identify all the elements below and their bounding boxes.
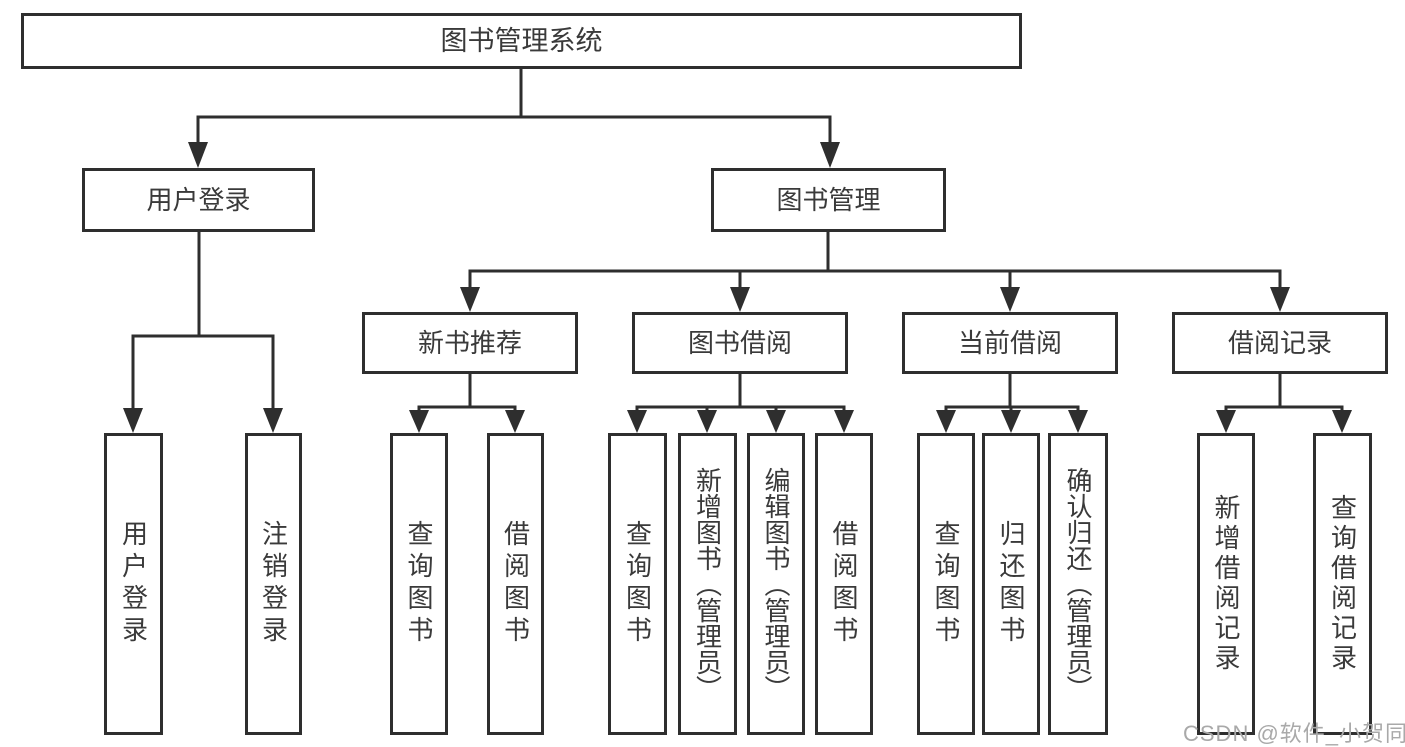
- leaf-newbooks-borrow-books: 借阅图书: [487, 433, 544, 735]
- node-new-book-recommend: 新书推荐: [362, 312, 578, 374]
- leaf-current-return-books: 归还图书: [982, 433, 1040, 735]
- csdn-watermark: CSDN @软件_小贺同学: [1183, 721, 1405, 746]
- leaf-current-confirm-return-admin: 确认归还（管理员）: [1048, 433, 1108, 735]
- leaf-current-query-books: 查询图书: [917, 433, 975, 735]
- leaf-borrow-edit-books-admin: 编辑图书（管理员）: [747, 433, 805, 735]
- leaf-records-add-record: 新增借阅记录: [1197, 433, 1255, 735]
- leaf-newbooks-query-books: 查询图书: [390, 433, 448, 735]
- node-user-login: 用户登录: [82, 168, 315, 232]
- node-book-borrow: 图书借阅: [632, 312, 848, 374]
- node-root: 图书管理系统: [21, 13, 1022, 69]
- leaf-borrow-query-books: 查询图书: [608, 433, 667, 735]
- leaf-records-query-record: 查询借阅记录: [1313, 433, 1372, 735]
- leaf-borrow-borrow-books: 借阅图书: [815, 433, 873, 735]
- node-current-borrow: 当前借阅: [902, 312, 1118, 374]
- leaf-borrow-add-books-admin: 新增图书（管理员）: [678, 433, 737, 735]
- node-book-management: 图书管理: [711, 168, 946, 232]
- node-borrow-records: 借阅记录: [1172, 312, 1388, 374]
- leaf-logout: 注销登录: [245, 433, 302, 735]
- leaf-user-login: 用户登录: [104, 433, 163, 735]
